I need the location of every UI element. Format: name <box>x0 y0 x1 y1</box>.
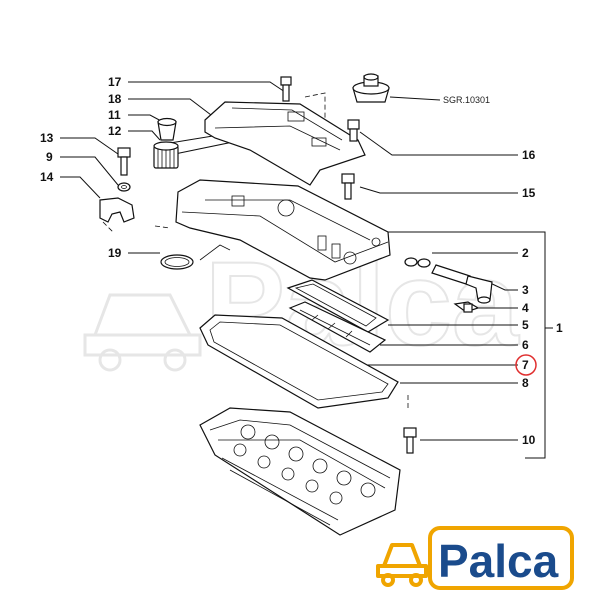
callout-19: 19 <box>108 246 122 260</box>
bolt-16 <box>347 119 360 142</box>
callout-8: 8 <box>522 376 529 390</box>
callout-11: 11 <box>108 108 121 122</box>
callout-2: 2 <box>522 246 529 260</box>
cylinder-head <box>199 407 401 536</box>
callout-18: 18 <box>108 92 122 106</box>
washer-9 <box>117 182 131 192</box>
callout-13: 13 <box>40 131 54 145</box>
highlight-circle <box>515 354 537 376</box>
bolt-15 <box>341 173 355 200</box>
drawing-code: SGR.10301 <box>443 95 490 105</box>
callout-labels: 17 18 11 12 13 9 14 19 16 15 2 3 4 5 6 7… <box>40 75 563 447</box>
part-11-cap <box>157 117 177 141</box>
watermark-car-icon <box>83 293 202 372</box>
callout-4: 4 <box>522 301 529 315</box>
o-rings-2 <box>404 257 431 268</box>
bolt-4 <box>453 301 480 313</box>
bracket-14 <box>99 197 135 223</box>
callout-12: 12 <box>108 124 122 138</box>
gasket-8 <box>199 314 399 409</box>
car-icon <box>376 543 428 587</box>
logo-text: Palca <box>438 535 559 587</box>
callout-16: 16 <box>522 148 536 162</box>
baffle-6 <box>288 301 387 353</box>
callout-1: 1 <box>556 321 563 335</box>
gasket-5 <box>286 279 390 333</box>
callout-6: 6 <box>522 338 529 352</box>
part-12-filter <box>153 141 179 169</box>
oil-filler-cap <box>352 73 390 103</box>
fitting-3 <box>431 264 493 304</box>
valve-cover <box>175 179 391 281</box>
callout-3: 3 <box>522 283 529 297</box>
bolt-17 <box>280 76 292 102</box>
logo-frame <box>428 526 574 590</box>
callout-7: 7 <box>522 358 529 372</box>
callout-9: 9 <box>46 150 53 164</box>
cam-cover-top <box>204 101 366 186</box>
callout-15: 15 <box>522 186 536 200</box>
bolt-13 <box>117 147 131 176</box>
callout-10: 10 <box>522 433 536 447</box>
callout-5: 5 <box>522 318 529 332</box>
bolt-10 <box>403 427 417 454</box>
callout-17: 17 <box>108 75 122 89</box>
callout-14: 14 <box>40 170 54 184</box>
o-ring-19 <box>160 254 194 270</box>
palca-logo: Palca <box>376 526 574 590</box>
